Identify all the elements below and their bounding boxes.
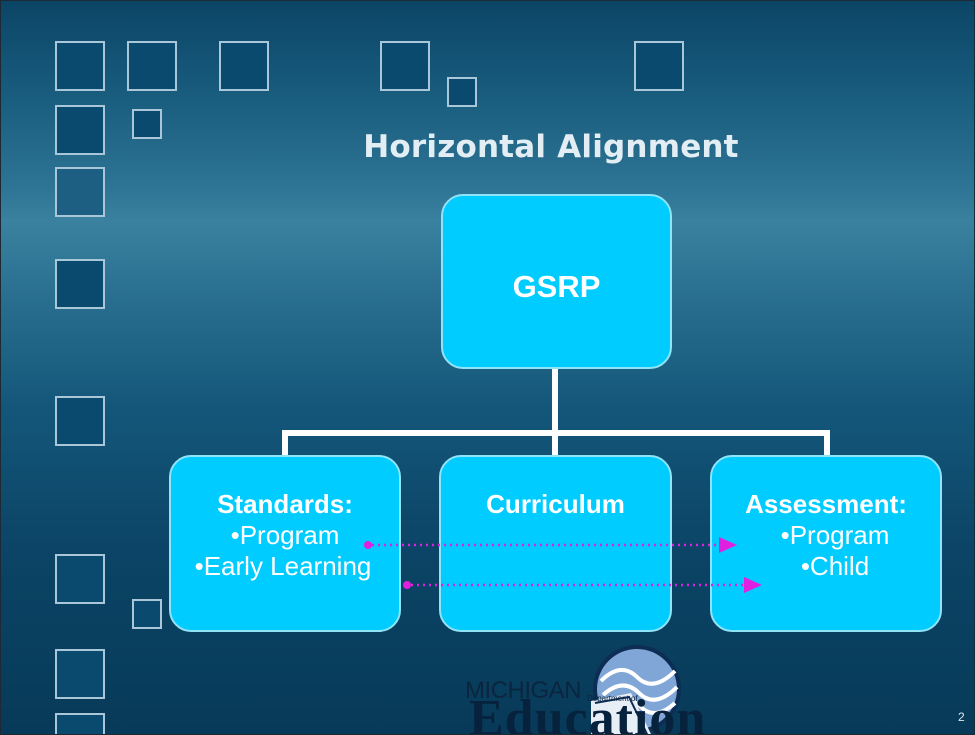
decorative-square bbox=[132, 109, 162, 139]
connector-assessment-drop bbox=[824, 430, 830, 456]
decorative-square bbox=[55, 396, 105, 446]
standards-heading: Standards: bbox=[217, 489, 353, 519]
assessment-item-child: •Child bbox=[800, 551, 870, 581]
slide-title: Horizontal Alignment bbox=[363, 129, 739, 165]
connector-standards-drop bbox=[282, 430, 288, 456]
michigan-education-logo-emblem bbox=[591, 645, 681, 734]
decorative-square bbox=[219, 41, 269, 91]
assessment-item-program: •Program bbox=[780, 520, 890, 550]
decorative-square bbox=[55, 649, 105, 699]
decorative-square bbox=[634, 41, 684, 91]
decorative-square bbox=[55, 167, 105, 217]
gsrp-box: GSRP bbox=[441, 194, 672, 369]
decorative-square bbox=[55, 41, 105, 91]
assessment-box: Assessment: •Program •Child bbox=[710, 455, 942, 632]
arrow-early-learning-to-child bbox=[403, 577, 762, 593]
gsrp-label: GSRP bbox=[512, 269, 601, 304]
connector-curriculum-drop bbox=[552, 430, 558, 456]
logo-michigan-text: MICHIGAN bbox=[465, 677, 582, 704]
assessment-heading: Assessment: bbox=[745, 489, 907, 519]
page-number: 2 bbox=[958, 710, 965, 724]
decorative-square bbox=[132, 599, 162, 629]
decorative-square bbox=[55, 713, 105, 734]
decorative-square bbox=[127, 41, 177, 91]
curriculum-heading: Curriculum bbox=[486, 489, 625, 519]
standards-box: Standards: •Program •Early Learning bbox=[169, 455, 401, 632]
decorative-square bbox=[55, 259, 105, 309]
curriculum-box: Curriculum bbox=[439, 455, 672, 632]
decorative-square bbox=[55, 105, 105, 155]
decorative-square bbox=[380, 41, 430, 91]
decorative-square bbox=[55, 554, 105, 604]
logo-education-text: Education bbox=[469, 690, 707, 735]
connector-root-stem bbox=[552, 369, 558, 433]
standards-item-program: •Program bbox=[230, 520, 340, 550]
decorative-square bbox=[447, 77, 477, 107]
standards-item-early-learning: •Early Learning bbox=[194, 551, 372, 581]
logo-department-text: Department of bbox=[587, 694, 638, 703]
arrow-program-to-program bbox=[364, 537, 737, 553]
